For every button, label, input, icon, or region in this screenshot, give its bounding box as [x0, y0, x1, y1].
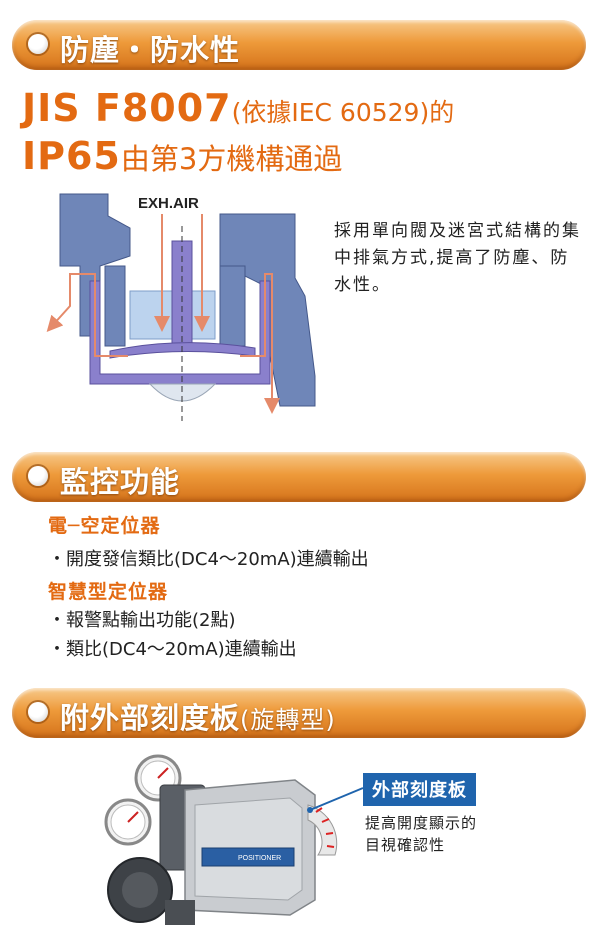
section-title: 附外部刻度板(旋轉型): [60, 695, 336, 737]
bullet-icon: [28, 34, 48, 54]
pillar-right: [219, 265, 246, 347]
section-banner-scale: 附外部刻度板(旋轉型): [12, 688, 586, 738]
jis-standard-line: JIS F8007(依據IEC 60529)的: [22, 86, 454, 130]
external-scale-plate: [307, 804, 338, 856]
section-title-main: 附外部刻度板: [60, 701, 241, 735]
jis-standard: JIS F8007: [22, 86, 232, 130]
ip-rating-line: IP65由第3方機構通過: [22, 134, 342, 178]
bullet-icon: [28, 466, 48, 486]
callout-description: 提高開度顯示的 目視確認性: [365, 812, 477, 856]
dustproof-description: 採用單向閥及迷宮式結構的集中排氣方式,提高了防塵、防水性。: [334, 221, 581, 295]
callout-label: 外部刻度板: [363, 773, 476, 806]
section-title-sub: (旋轉型): [240, 706, 336, 734]
nameplate-label: POSITIONER: [238, 855, 281, 862]
callout-text-line-2: 目視確認性: [365, 836, 446, 854]
bottom-cap: [148, 383, 217, 402]
exh-air-label: EXH.AIR: [138, 195, 199, 212]
iec-reference: (依據IEC 60529)的: [231, 98, 455, 127]
airflow-exit-left: [46, 273, 128, 357]
group-heading-ep: 電─空定位器: [48, 515, 161, 537]
exhaust-cross-section-diagram: EXH.AIR: [46, 193, 316, 421]
section-banner-monitoring: 監控功能: [12, 452, 586, 502]
ip-rating: IP65: [22, 134, 121, 178]
certification-note: 由第3方機構通過: [120, 142, 343, 176]
list-item: ・報警點輸出功能(2點): [48, 610, 236, 631]
section-title: 監控功能: [60, 465, 181, 499]
callout-text-line-1: 提高開度顯示的: [365, 814, 478, 832]
list-item: ・類比(DC4～20mA)連續輸出: [48, 639, 297, 660]
group-heading-smart: 智慧型定位器: [48, 581, 169, 603]
positioner-product-image: POSITIONER: [104, 754, 338, 925]
pillar-left: [104, 265, 126, 347]
list-item: ・開度發信類比(DC4～20mA)連續輸出: [48, 549, 369, 570]
nameplate: [201, 847, 295, 867]
bullet-icon: [28, 702, 48, 722]
callout-leader-line: [307, 787, 364, 813]
airflow-exit-right: [240, 273, 280, 414]
housing-left: [59, 193, 131, 337]
section-banner-dustproof: 防塵・防水性: [12, 20, 586, 70]
section-title: 防塵・防水性: [60, 33, 241, 67]
